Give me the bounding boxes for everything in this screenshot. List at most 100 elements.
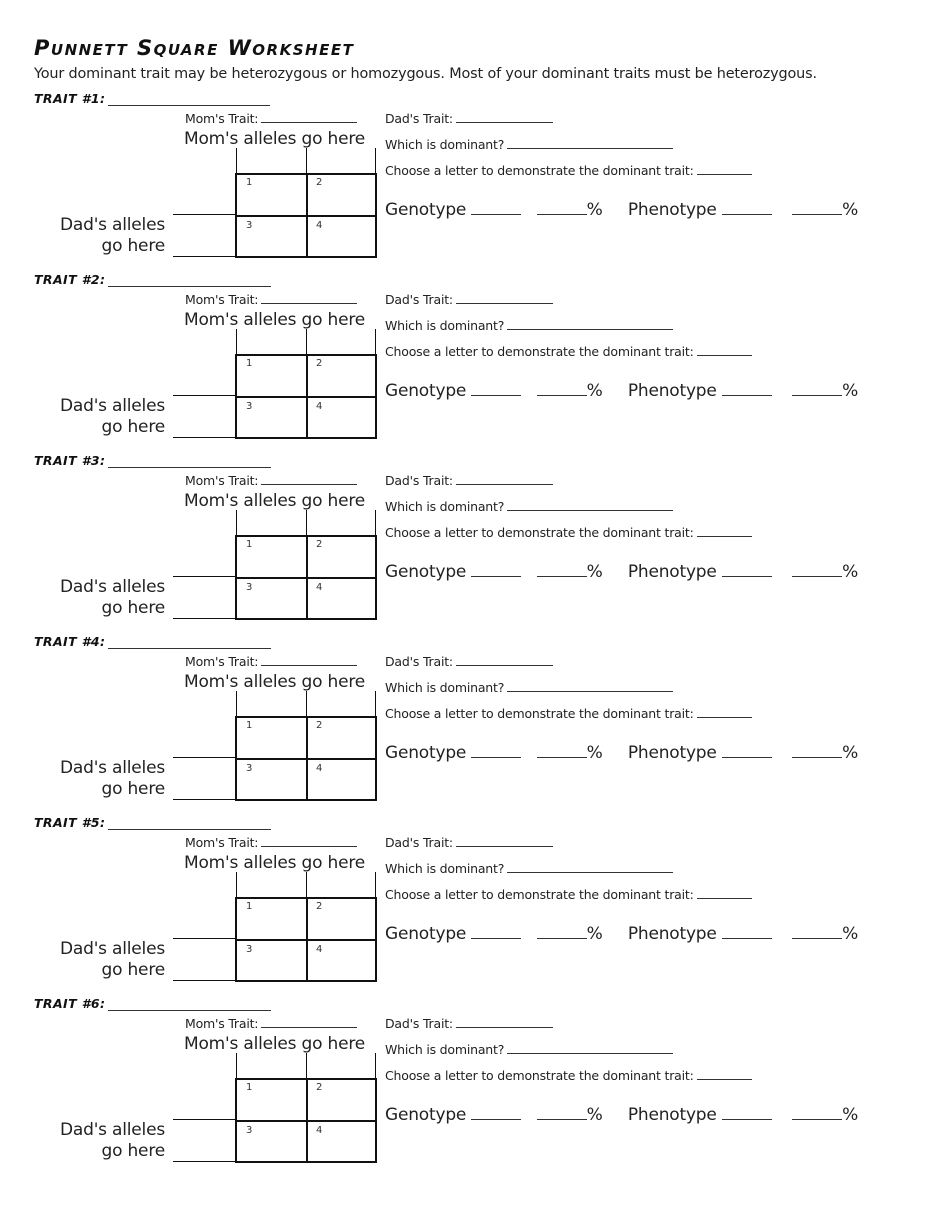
dads-trait-blank[interactable] <box>455 473 553 485</box>
which-dominant-label: Which is dominant? <box>385 861 505 876</box>
moms-alleles-label: Mom's alleles go here <box>184 310 366 330</box>
trait-label: TRAIT #4: <box>34 634 106 649</box>
phenotype-label: Phenotype <box>627 924 717 944</box>
moms-trait-label: Mom's Trait: <box>185 1016 259 1031</box>
dads-trait-label: Dad's Trait: <box>385 835 453 850</box>
trait-name-blank[interactable] <box>108 105 270 106</box>
dad-allele-line[interactable] <box>173 980 236 981</box>
trait-label: TRAIT #2: <box>34 272 106 287</box>
dads-trait-blank[interactable] <box>455 835 553 847</box>
dads-trait-blank[interactable] <box>455 654 553 666</box>
trait-name-blank[interactable] <box>108 829 271 830</box>
mom-allele-divider <box>236 1053 237 1078</box>
genotype-blank[interactable] <box>471 743 522 758</box>
phenotype-percent-blank[interactable] <box>792 1105 843 1120</box>
phenotype-percent-blank[interactable] <box>792 743 843 758</box>
dad-allele-line[interactable] <box>173 576 236 577</box>
trait-label: TRAIT #5: <box>34 815 106 830</box>
phenotype-percent-blank[interactable] <box>792 381 843 396</box>
dad-allele-line[interactable] <box>173 214 236 215</box>
cell-number: 4 <box>316 220 323 231</box>
trait-name-blank[interactable] <box>108 648 271 649</box>
choose-letter-field: Choose a letter to demonstrate the domin… <box>385 887 752 902</box>
genotype-percent-blank[interactable] <box>536 743 587 758</box>
moms-trait-blank[interactable] <box>261 1016 358 1028</box>
which-dominant-blank[interactable] <box>507 499 674 511</box>
which-dominant-blank[interactable] <box>507 318 674 330</box>
phenotype-blank[interactable] <box>721 381 772 396</box>
genotype-percent-blank[interactable] <box>536 200 587 215</box>
cell-number: 2 <box>316 539 323 550</box>
genotype-blank[interactable] <box>471 562 522 577</box>
genotype-blank[interactable] <box>471 381 522 396</box>
grid-divider-horizontal <box>237 396 375 398</box>
dads-trait-field: Dad's Trait: <box>385 292 553 307</box>
dad-allele-line[interactable] <box>173 799 236 800</box>
genotype-percent-blank[interactable] <box>536 381 587 396</box>
percent-sign: % <box>842 562 859 582</box>
phenotype-blank[interactable] <box>721 924 772 939</box>
phenotype-percent-blank[interactable] <box>792 200 843 215</box>
which-dominant-blank[interactable] <box>507 1042 674 1054</box>
phenotype-blank[interactable] <box>721 1105 772 1120</box>
which-dominant-blank[interactable] <box>507 137 674 149</box>
genotype-blank[interactable] <box>471 1105 522 1120</box>
dads-trait-label: Dad's Trait: <box>385 292 453 307</box>
choose-letter-blank[interactable] <box>696 887 752 899</box>
choose-letter-blank[interactable] <box>696 525 752 537</box>
dads-alleles-label-2: go here <box>101 417 165 437</box>
dads-trait-blank[interactable] <box>455 111 553 123</box>
cell-number: 1 <box>246 720 253 731</box>
dads-trait-blank[interactable] <box>455 292 553 304</box>
trait-name-blank[interactable] <box>108 467 271 468</box>
genotype-blank[interactable] <box>471 924 522 939</box>
dad-allele-line[interactable] <box>173 618 236 619</box>
mom-allele-divider <box>375 510 376 535</box>
dad-allele-line[interactable] <box>173 256 236 257</box>
dads-trait-blank[interactable] <box>455 1016 553 1028</box>
dad-allele-line[interactable] <box>173 757 236 758</box>
choose-letter-blank[interactable] <box>696 706 752 718</box>
dads-alleles-label: Dad's alleles <box>60 939 165 959</box>
moms-trait-blank[interactable] <box>261 473 358 485</box>
phenotype-blank[interactable] <box>721 200 772 215</box>
dad-allele-line[interactable] <box>173 938 236 939</box>
choose-letter-blank[interactable] <box>696 344 752 356</box>
moms-trait-blank[interactable] <box>261 292 358 304</box>
mom-allele-divider <box>236 329 237 354</box>
phenotype-blank[interactable] <box>721 743 772 758</box>
punnett-square: 1 2 3 4 <box>235 897 377 982</box>
cell-number: 3 <box>246 220 253 231</box>
choose-letter-blank[interactable] <box>696 1068 752 1080</box>
dad-allele-line[interactable] <box>173 437 236 438</box>
phenotype-percent-blank[interactable] <box>792 562 843 577</box>
moms-trait-label: Mom's Trait: <box>185 835 259 850</box>
moms-trait-blank[interactable] <box>261 111 358 123</box>
dad-allele-line[interactable] <box>173 395 236 396</box>
phenotype-blank[interactable] <box>721 562 772 577</box>
dads-trait-field: Dad's Trait: <box>385 654 553 669</box>
moms-trait-field: Mom's Trait: <box>185 111 358 126</box>
cell-number: 2 <box>316 358 323 369</box>
genotype-percent-blank[interactable] <box>536 924 587 939</box>
genotype-percent-blank[interactable] <box>536 562 587 577</box>
choose-letter-label: Choose a letter to demonstrate the domin… <box>385 344 694 359</box>
which-dominant-blank[interactable] <box>507 861 674 873</box>
which-dominant-blank[interactable] <box>507 680 674 692</box>
which-dominant-label: Which is dominant? <box>385 1042 505 1057</box>
genotype-blank[interactable] <box>471 200 522 215</box>
genotype-percent-blank[interactable] <box>536 1105 587 1120</box>
mom-allele-divider <box>306 148 307 173</box>
trait-name-blank[interactable] <box>108 1010 271 1011</box>
percent-sign: % <box>586 1105 603 1125</box>
moms-trait-blank[interactable] <box>261 654 358 666</box>
dad-allele-line[interactable] <box>173 1119 236 1120</box>
phenotype-percent-blank[interactable] <box>792 924 843 939</box>
dad-allele-line[interactable] <box>173 1161 236 1162</box>
dads-trait-field: Dad's Trait: <box>385 473 553 488</box>
moms-trait-blank[interactable] <box>261 835 358 847</box>
cell-number: 1 <box>246 1082 253 1093</box>
trait-block-1: TRAIT #1: Mom's Trait: Mom's alleles go … <box>0 91 950 272</box>
choose-letter-blank[interactable] <box>696 163 752 175</box>
trait-name-blank[interactable] <box>108 286 271 287</box>
